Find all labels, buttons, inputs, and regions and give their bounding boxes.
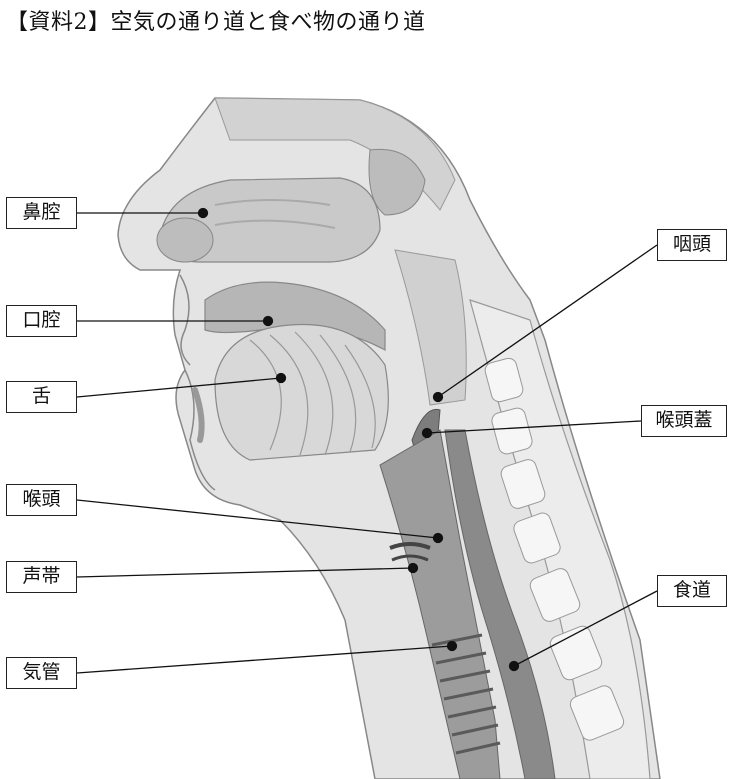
- label-trachea: 気管: [6, 657, 77, 689]
- leader-line-pharynx: [437, 244, 658, 398]
- tongue-shape: [214, 323, 389, 461]
- leader-line-trachea: [76, 645, 453, 674]
- label-vocal-cords: 声帯: [6, 561, 77, 593]
- leader-line-epiglottis: [426, 420, 642, 434]
- label-larynx: 喉頭: [6, 484, 77, 516]
- oral-cavity-shape: [204, 281, 386, 352]
- label-oral-cavity: 口腔: [6, 305, 77, 337]
- leader-line-larynx: [76, 499, 439, 539]
- airway-shape: [379, 429, 501, 779]
- leader-line-tongue: [76, 377, 282, 398]
- label-esophagus: 食道: [657, 575, 727, 607]
- label-pharynx: 咽頭: [657, 229, 727, 261]
- leader-line-vocal: [76, 567, 414, 578]
- skull-region: [214, 97, 456, 211]
- label-epiglottis: 喉頭蓋: [641, 405, 727, 437]
- page-title: 【資料2】空気の通り道と食べ物の通り道: [6, 10, 426, 35]
- leader-line-esophagus: [513, 590, 658, 667]
- label-nasal-cavity: 鼻腔: [6, 197, 77, 229]
- head-outline: [117, 97, 661, 779]
- pharynx-shape: [394, 249, 467, 406]
- label-tongue: 舌: [6, 381, 77, 413]
